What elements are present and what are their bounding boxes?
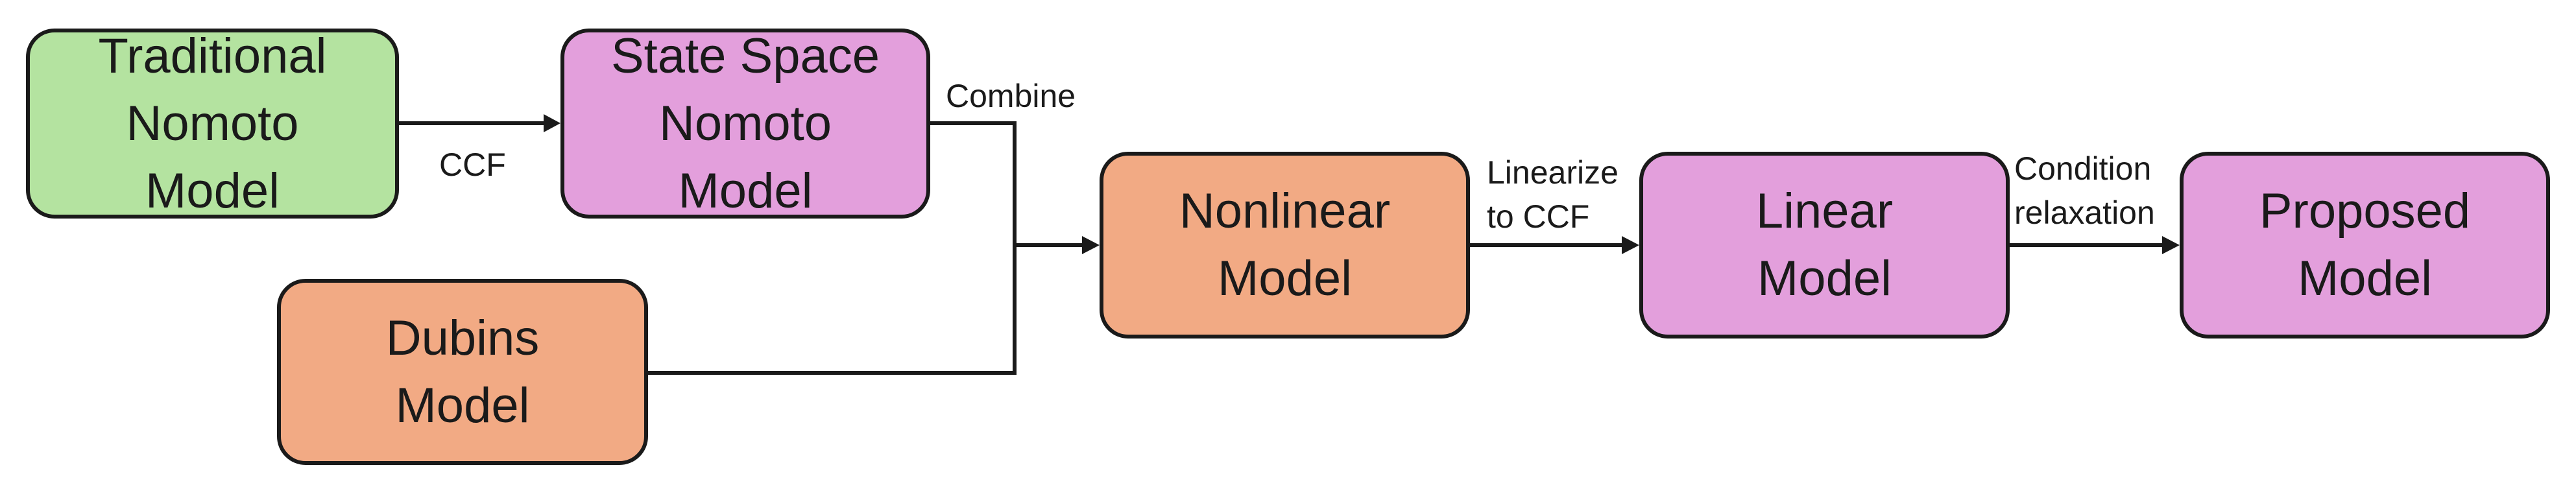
edge-label-line: CCF [439, 147, 506, 183]
node-dubins-model: Dubins Model [277, 279, 648, 465]
edge-label-combine: Combine [946, 74, 1076, 118]
node-line: Nomoto [126, 95, 299, 151]
edge-label-ccf: CCF [439, 143, 506, 187]
node-line: Model [1218, 251, 1352, 306]
arrowhead-state-space [544, 114, 560, 132]
node-linear-model: Linear Model [1639, 152, 2010, 339]
arrowhead-proposed [2162, 236, 2180, 254]
node-traditional-nomoto-model: Traditional Nomoto Model [26, 29, 399, 219]
node-line: Nonlinear [1179, 184, 1391, 239]
node-line: Model [395, 377, 530, 433]
arrowhead-linear [1622, 236, 1639, 254]
node-proposed-model: Proposed Model [2180, 152, 2550, 339]
edge-label-line: relaxation [2014, 195, 2155, 231]
node-line: Model [145, 163, 280, 219]
node-line: Nomoto [658, 95, 832, 151]
node-line: State Space [610, 28, 880, 84]
edge-label-condition-relaxation: Condition relaxation [2014, 147, 2155, 235]
edge-label-line: Combine [946, 78, 1076, 114]
node-line: Model [2298, 251, 2432, 306]
node-line: Model [678, 163, 813, 219]
edge-label-linearize: Linearize to CCF [1487, 150, 1619, 239]
node-line: Linear [1755, 184, 1894, 239]
edge-label-line: to CCF [1487, 198, 1590, 235]
node-line: Traditional [98, 28, 327, 84]
connector-state-space-to-junction [930, 121, 1017, 373]
node-line: Dubins [385, 310, 540, 366]
node-line: Model [1757, 251, 1892, 306]
node-nonlinear-model: Nonlinear Model [1100, 152, 1470, 339]
node-line: Proposed [2259, 184, 2471, 239]
node-state-space-nomoto-model: State Space Nomoto Model [560, 29, 930, 219]
arrowhead-nonlinear [1082, 236, 1100, 254]
edge-label-line: Condition [2014, 150, 2152, 187]
edge-label-line: Linearize [1487, 154, 1619, 191]
